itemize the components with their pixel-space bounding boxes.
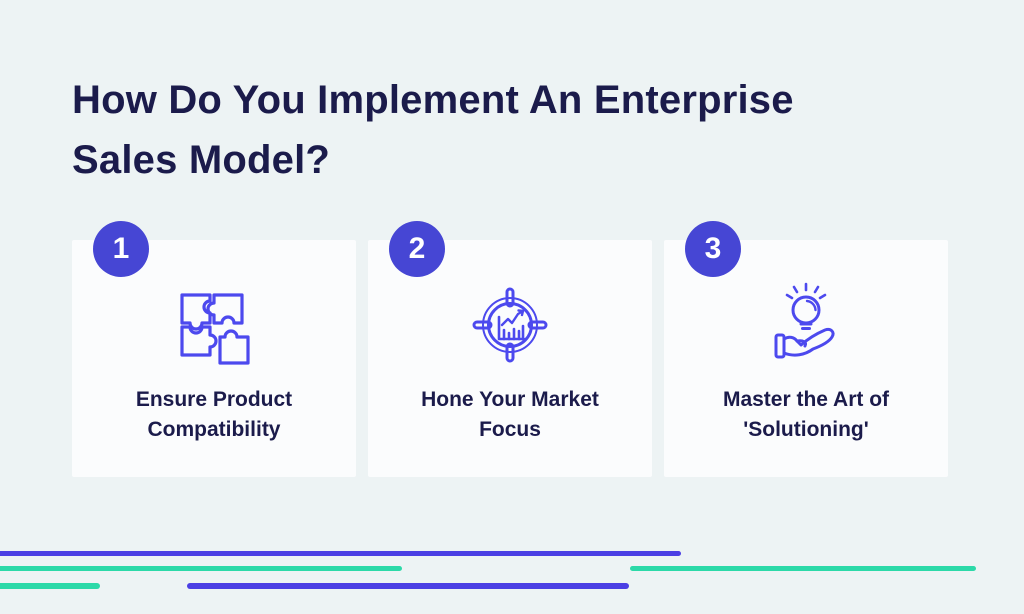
hand-lightbulb-icon	[761, 280, 851, 370]
decor-line-blue-top	[0, 551, 681, 556]
decor-line-teal-right	[630, 566, 976, 571]
step-1-label: Ensure Product Compatibility	[135, 388, 293, 441]
step-2-number-badge: 2	[389, 221, 445, 277]
step-3-label: Master the Art of 'Solutioning'	[722, 388, 890, 441]
puzzle-pieces-icon	[169, 280, 259, 370]
decor-line-teal-left	[0, 566, 402, 571]
step-2-label: Hone Your Market Focus	[421, 388, 599, 441]
decor-line-teal-short	[0, 583, 100, 589]
target-chart-icon	[465, 280, 555, 370]
page-title: How Do You Implement An Enterprise Sales…	[72, 78, 794, 182]
step-1-number-badge: 1	[93, 221, 149, 277]
decor-line-blue-bottom	[187, 583, 629, 589]
step-card-1: 1 Ensure Product Compatibility	[72, 221, 356, 477]
step-card-2: 2 Hone Your Market Focus	[368, 221, 652, 477]
step-card-3: 3 Master the Art of 'Solutioning'	[664, 221, 948, 477]
step-3-number-badge: 3	[685, 221, 741, 277]
